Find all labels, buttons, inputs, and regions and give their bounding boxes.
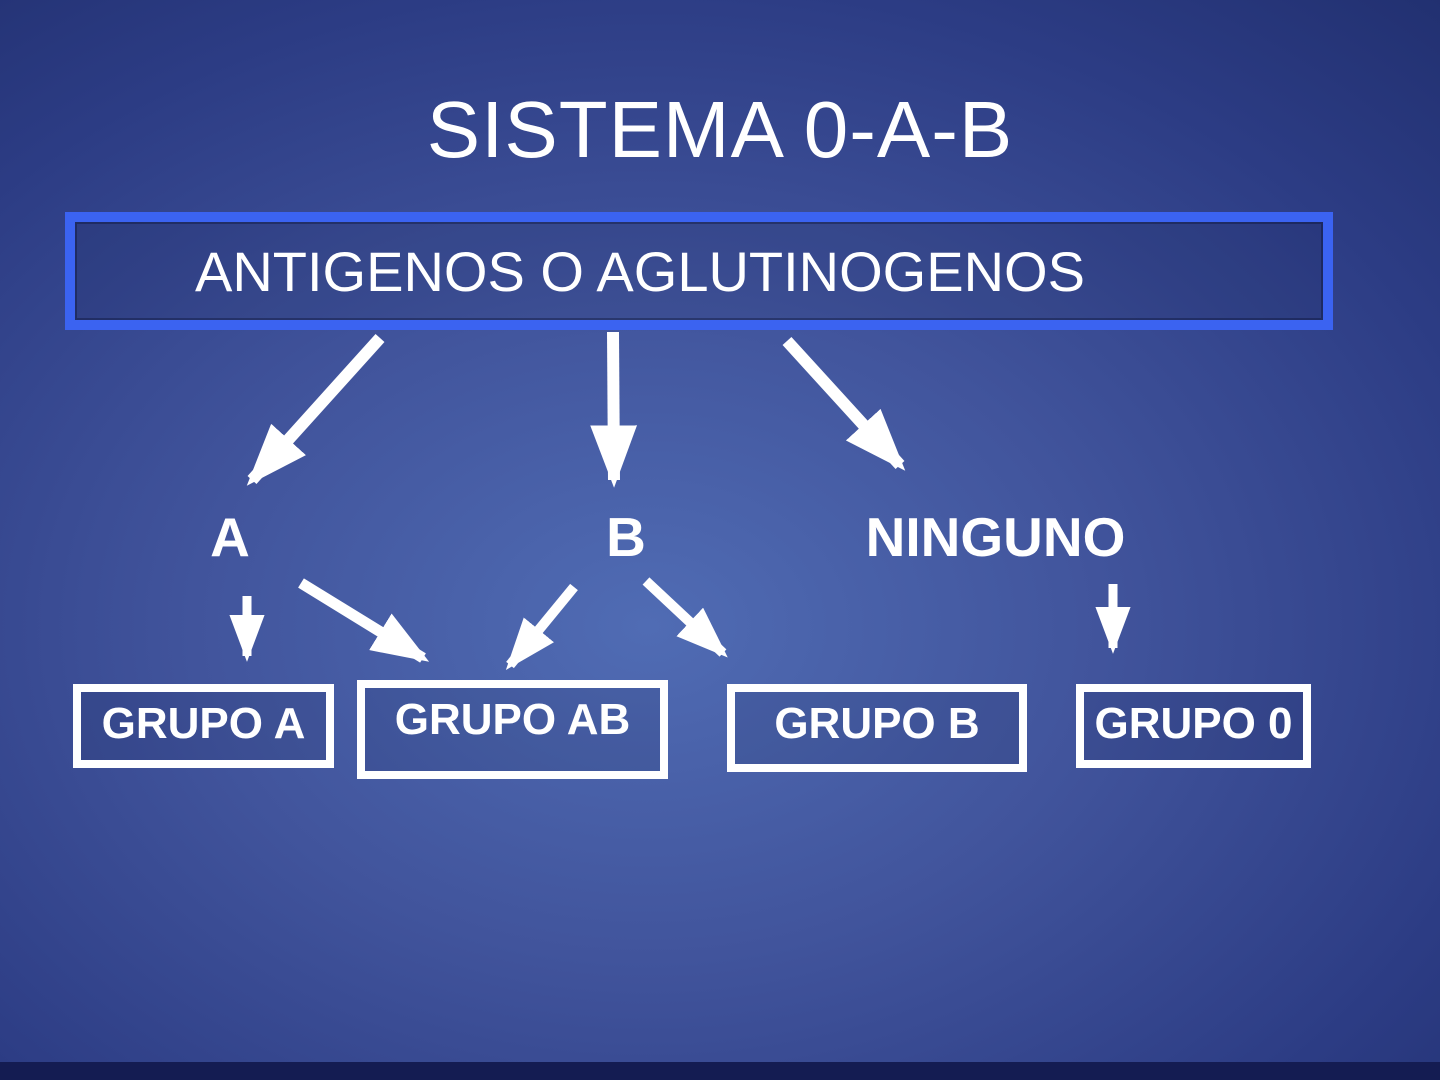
group-box-grupo-b: GRUPO B: [727, 684, 1027, 772]
bottom-bar: [0, 1062, 1440, 1080]
arrow-b-to-grupo-ab-icon: [505, 583, 578, 671]
group-box-label: GRUPO A: [101, 699, 306, 748]
antigen-box-label: ANTIGENOS O AGLUTINOGENOS: [195, 239, 1085, 303]
group-box-grupo-0: GRUPO 0: [1076, 684, 1311, 768]
antigen-type-a: A: [210, 506, 250, 568]
antigen-type-ninguno: NINGUNO: [865, 506, 1126, 568]
arrow-antigens-to-a-icon: [246, 333, 385, 486]
slide-title: SISTEMA 0-A-B: [426, 85, 1014, 174]
group-box-grupo-ab: GRUPO AB: [357, 680, 668, 779]
group-box-label: GRUPO B: [774, 699, 980, 748]
group-box-label: GRUPO 0: [1094, 699, 1293, 748]
arrow-a-to-grupo-ab-icon: [298, 578, 430, 663]
arrow-b-to-grupo-b-icon: [642, 577, 728, 658]
group-box-grupo-a: GRUPO A: [73, 684, 334, 768]
antigen-box: ANTIGENOS O AGLUTINOGENOS: [65, 212, 1333, 330]
arrow-antigens-to-b-icon: [590, 331, 638, 488]
arrow-antigens-to-ninguno-icon: [782, 336, 906, 471]
group-box-label: GRUPO AB: [394, 695, 631, 744]
antigen-type-b: B: [606, 506, 646, 568]
